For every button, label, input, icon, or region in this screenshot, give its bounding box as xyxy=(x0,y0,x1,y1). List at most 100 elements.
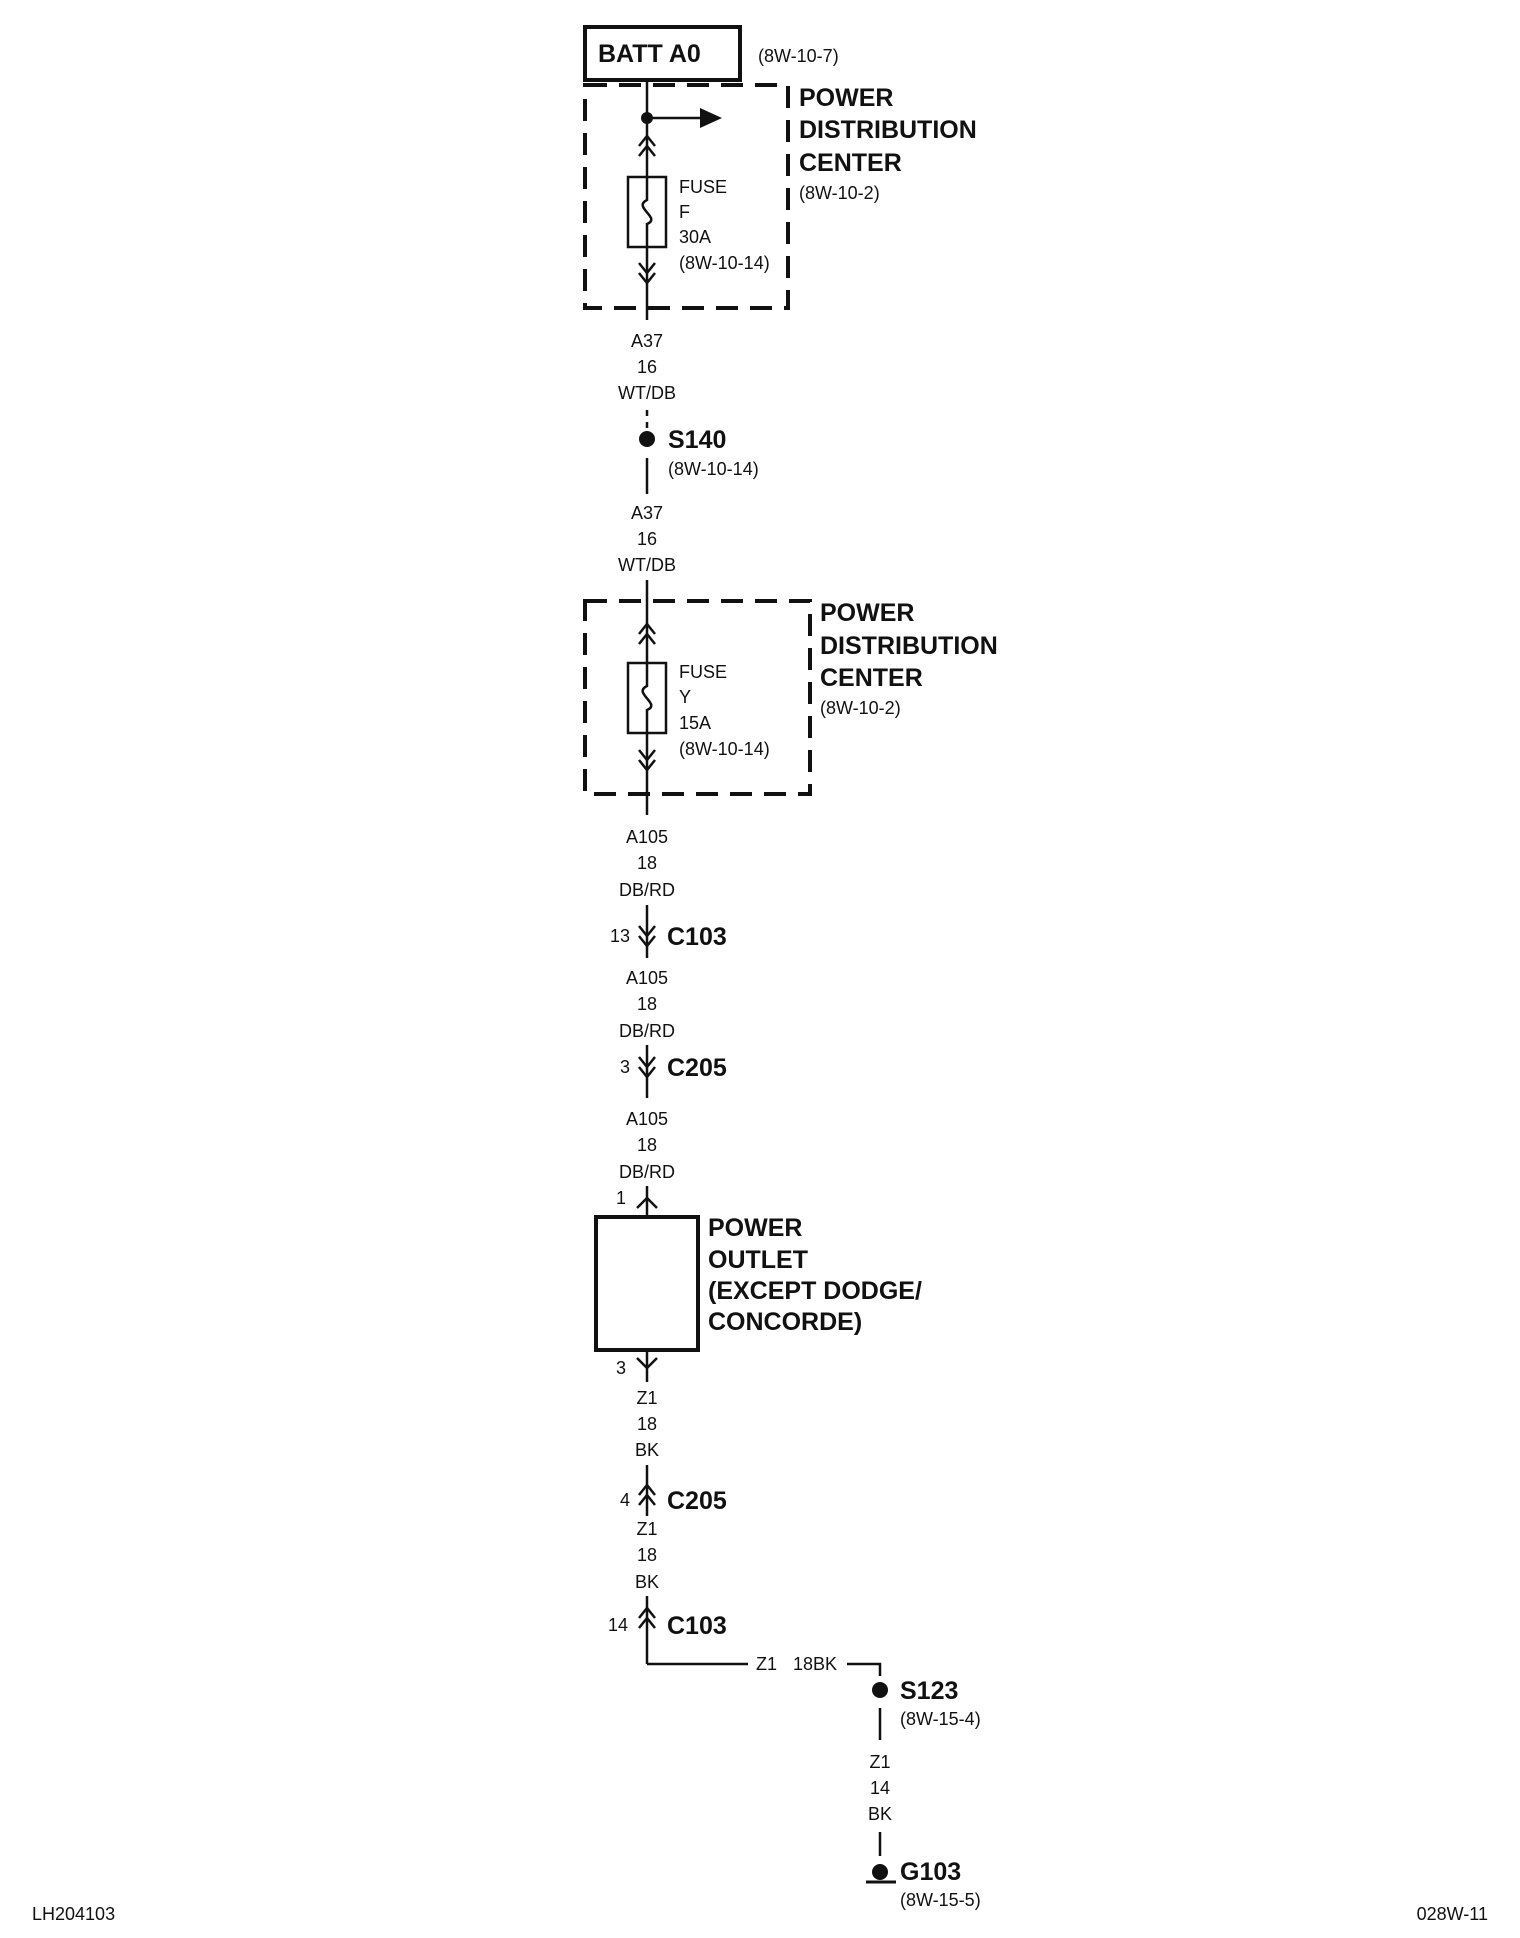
wire-label-z1-3: Z1 14 BK xyxy=(868,1752,892,1824)
connector-c205-top: 3 C205 xyxy=(620,1054,727,1082)
connector-chevron-down-icon xyxy=(638,272,656,286)
connector-label: C205 xyxy=(667,1487,727,1515)
wire-label-a105-3: A105 18 DB/RD xyxy=(619,1109,675,1182)
connector-chevron-up-icon xyxy=(638,1615,656,1629)
wire-circuit: Z1 xyxy=(636,1388,657,1408)
wire-circuit: A37 xyxy=(631,503,663,523)
splice-s123: S123 (8W-15-4) xyxy=(872,1677,981,1729)
branch-arrow-icon xyxy=(700,108,722,128)
wire-z1-horizontal-circuit: Z1 xyxy=(756,1654,777,1674)
pdc1-ref: (8W-10-2) xyxy=(799,183,880,203)
connector-pin: 4 xyxy=(620,1490,630,1510)
outlet-title-line2: OUTLET xyxy=(708,1246,808,1274)
wire-circuit: Z1 xyxy=(869,1752,890,1772)
wire-color: BK xyxy=(635,1440,659,1460)
connector-chevron-up-icon xyxy=(638,1492,656,1506)
outlet-box xyxy=(594,1215,700,1352)
wire-gauge: 14 xyxy=(870,1778,890,1798)
footer-left-code: LH204103 xyxy=(32,1904,115,1924)
battery-source: BATT A0 (8W-10-7) xyxy=(583,25,839,82)
wire-color: DB/RD xyxy=(619,1021,675,1041)
wire-label-a37-lower: A37 16 WT/DB xyxy=(618,503,676,575)
splice-s140: S140 (8W-10-14) xyxy=(639,426,759,479)
ground-dot xyxy=(872,1864,888,1880)
fuse-y-element-icon xyxy=(641,663,653,733)
connector-chevron-down-icon xyxy=(638,1066,656,1080)
wire-circuit: A105 xyxy=(626,968,668,988)
pdc2-title-line1: POWER xyxy=(820,599,914,627)
splice-dot xyxy=(639,431,655,447)
power-outlet: 1 POWER OUTLET (EXCEPT DODGE/ CONCORDE) … xyxy=(594,1188,922,1378)
fuse-f-rating: 30A xyxy=(679,227,711,247)
outlet-title-line3: (EXCEPT DODGE/ xyxy=(708,1277,922,1305)
splice-s123-label: S123 xyxy=(900,1677,958,1705)
fuse-f-ref: (8W-10-14) xyxy=(679,253,770,273)
wire-gauge: 18 xyxy=(637,1414,657,1434)
connector-c103-bottom: 14 C103 xyxy=(608,1605,727,1640)
connector-chevron-up-icon xyxy=(638,631,656,645)
fuse-y-rating: 15A xyxy=(679,713,711,733)
fuse-f-id: F xyxy=(679,202,690,222)
connector-chevron-down-icon xyxy=(638,1056,656,1070)
pdc1-title-line3: CENTER xyxy=(799,149,902,177)
connector-chevron-down-icon xyxy=(638,749,656,763)
connector-chevron-down-icon xyxy=(638,262,656,276)
pdc2-boundary xyxy=(583,599,812,796)
wire-color: DB/RD xyxy=(619,880,675,900)
wire-gauge: 18 xyxy=(637,1135,657,1155)
pdc1-title-line1: POWER xyxy=(799,84,893,112)
wire-circuit: A37 xyxy=(631,331,663,351)
connector-chevron-down-icon xyxy=(638,759,656,773)
power-distribution-center-2: POWER DISTRIBUTION CENTER (8W-10-2) xyxy=(583,599,998,796)
wire-color: WT/DB xyxy=(618,383,676,403)
wire-gauge: 18 xyxy=(637,994,657,1014)
wire-color: DB/RD xyxy=(619,1162,675,1182)
splice-s140-ref: (8W-10-14) xyxy=(668,459,759,479)
battery-label: BATT A0 xyxy=(598,40,701,68)
connector-chevron-up-icon xyxy=(638,143,656,157)
connector-pin: 14 xyxy=(608,1615,628,1635)
wire-z1-horizontal-spec: 18BK xyxy=(793,1654,837,1674)
connector-chevron-down-icon xyxy=(638,925,656,939)
wire-gauge: 16 xyxy=(637,529,657,549)
fuse-y-id: Y xyxy=(679,687,691,707)
wire-gauge: 18 xyxy=(637,1545,657,1565)
connector-chevron-up-icon xyxy=(638,133,656,147)
connector-label: C205 xyxy=(667,1054,727,1082)
outlet-pin-in: 1 xyxy=(616,1188,626,1208)
fuse-y-ref: (8W-10-14) xyxy=(679,739,770,759)
pdc2-title-line3: CENTER xyxy=(820,664,923,692)
wire-color: BK xyxy=(868,1804,892,1824)
power-distribution-center-1: POWER DISTRIBUTION CENTER (8W-10-2) xyxy=(583,83,977,310)
ground-g103-ref: (8W-15-5) xyxy=(900,1890,981,1910)
wire-label-a105-1: A105 18 DB/RD xyxy=(619,827,675,900)
footer-right-code: 028W-11 xyxy=(1417,1904,1488,1924)
ground-g103-label: G103 xyxy=(900,1858,961,1886)
splice-s140-label: S140 xyxy=(668,426,726,454)
fuse-f-element-icon xyxy=(641,177,653,247)
wire-label-a37-upper: A37 16 WT/DB xyxy=(618,331,676,403)
wire-label-z1-2: Z1 18 BK xyxy=(635,1519,659,1592)
connector-pin: 3 xyxy=(620,1057,630,1077)
pdc2-ref: (8W-10-2) xyxy=(820,698,901,718)
connector-chevron-up-icon xyxy=(638,1605,656,1619)
wire-label-z1-1: Z1 18 BK xyxy=(635,1388,659,1460)
wire-gauge: 16 xyxy=(637,357,657,377)
splice-dot xyxy=(872,1682,888,1698)
connector-label: C103 xyxy=(667,923,727,951)
connector-c205-bottom: 4 C205 xyxy=(620,1482,727,1515)
wire-z1-horizontal-right xyxy=(847,1662,882,1676)
connector-chevron-down-icon xyxy=(638,935,656,949)
ground-g103: G103 (8W-15-5) xyxy=(866,1858,981,1910)
wire-color: BK xyxy=(635,1572,659,1592)
fuse-f: FUSE F 30A (8W-10-14) xyxy=(626,175,770,273)
fuse-f-label: FUSE xyxy=(679,177,727,197)
outlet-title-line1: POWER xyxy=(708,1214,802,1242)
battery-box xyxy=(583,25,742,82)
outlet-title-line4: CONCORDE) xyxy=(708,1308,862,1336)
connector-pin: 13 xyxy=(610,926,630,946)
pdc1-title-line2: DISTRIBUTION xyxy=(799,116,977,144)
splice-s123-ref: (8W-15-4) xyxy=(900,1709,981,1729)
connector-label: C103 xyxy=(667,1612,727,1640)
outlet-pin-out: 3 xyxy=(616,1358,626,1378)
